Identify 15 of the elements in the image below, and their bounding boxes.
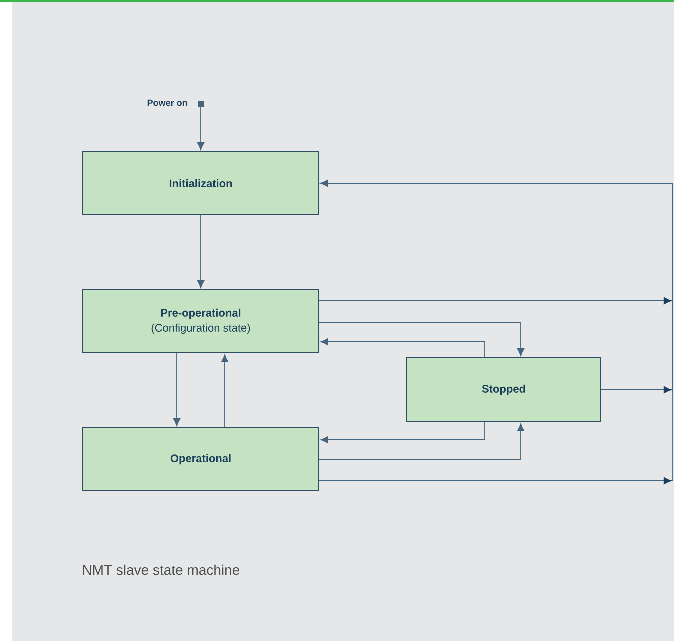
arrow <box>319 180 674 485</box>
power-on-label: Power on <box>148 100 188 106</box>
state-box: Pre-operational (Configuration state) <box>82 290 320 354</box>
arrow <box>197 215 205 288</box>
state-box: Initialization <box>82 152 320 216</box>
arrow <box>197 101 205 150</box>
caption: NMT slave state machine <box>83 564 240 576</box>
state-box: Operational <box>82 428 320 492</box>
arrow <box>319 322 525 356</box>
arrow <box>221 354 229 428</box>
arrow <box>173 353 181 426</box>
state-box: Stopped <box>406 358 602 422</box>
arrow <box>320 422 486 444</box>
arrow <box>320 338 486 358</box>
arrow <box>319 424 525 460</box>
